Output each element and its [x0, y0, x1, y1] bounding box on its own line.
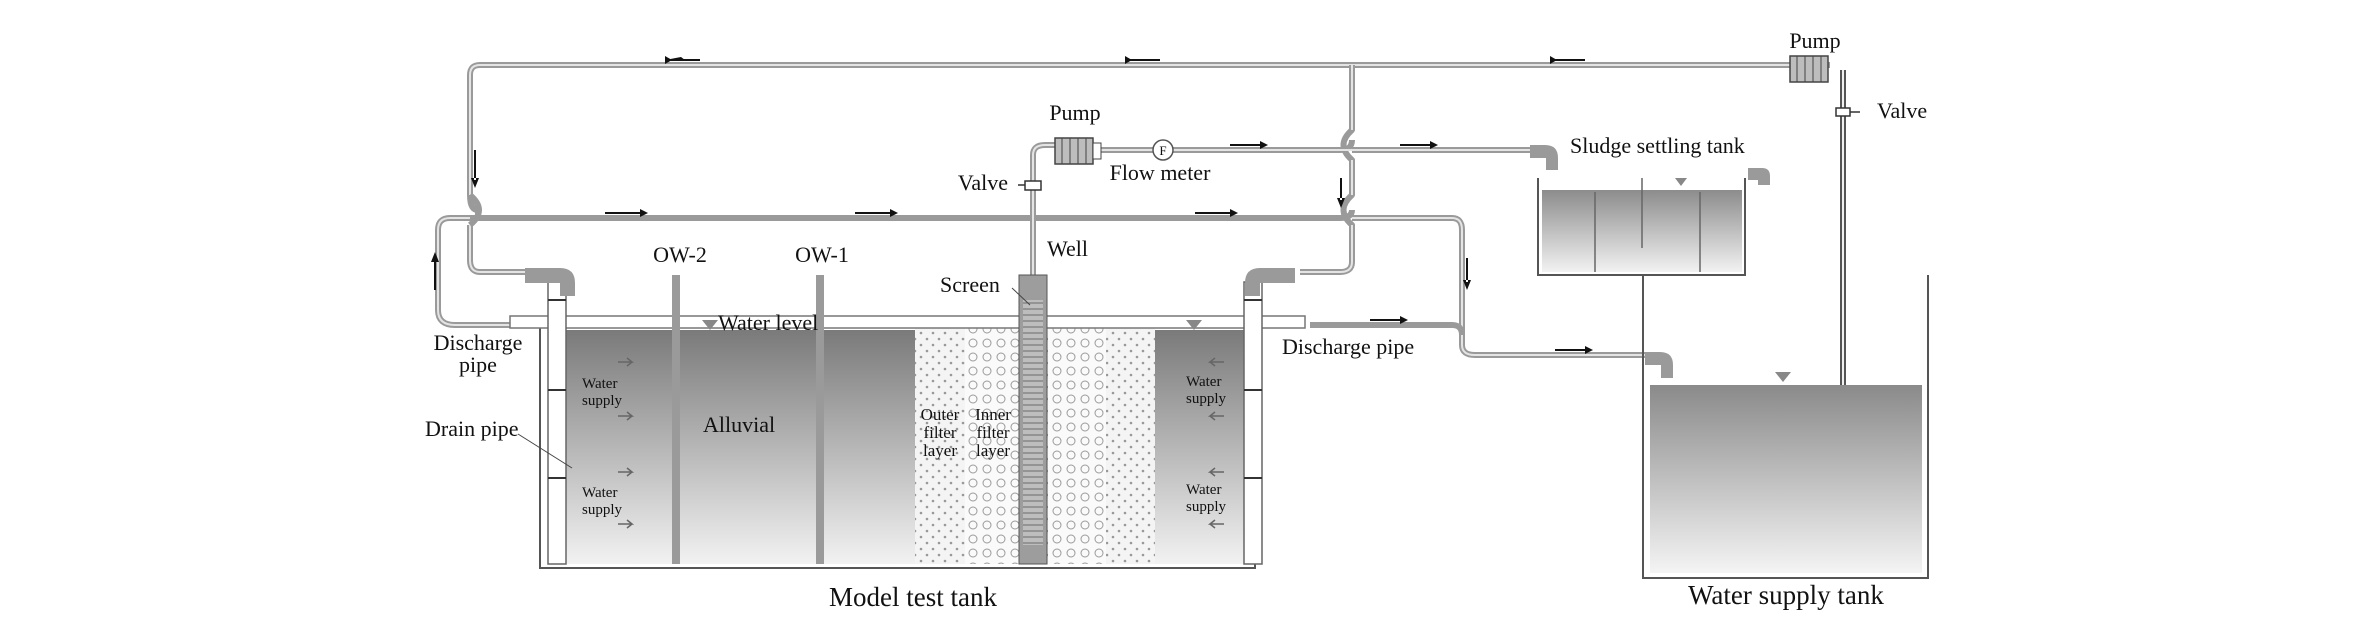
valve-mid-icon: [1024, 180, 1042, 191]
label-inner-filter-3: layer: [976, 441, 1010, 460]
label-screen: Screen: [940, 272, 1000, 297]
drain-pipe-leader: [517, 433, 573, 469]
arrow-left-down: [471, 150, 479, 188]
label-alluvial: Alluvial: [703, 412, 775, 437]
arrow-pump-2: [1400, 141, 1438, 149]
drain-wall-left: [547, 281, 567, 565]
label-ow2: OW-2: [653, 242, 707, 267]
arrow-pump-1: [1230, 141, 1268, 149]
label-valve-top: Valve: [1877, 98, 1927, 123]
alluvial-zone: [560, 330, 915, 564]
flow-meter-symbol: F: [1159, 143, 1166, 158]
water-supply-arrows-right: [1207, 357, 1224, 529]
label-ow1: OW-1: [795, 242, 849, 267]
label-drain-pipe: Drain pipe: [425, 416, 518, 441]
sludge-settling-tank: [1530, 145, 1770, 276]
label-outer-filter-2: filter: [923, 423, 956, 442]
labels: Pump Valve Pump Valve Flow meter Sludge …: [425, 28, 1927, 612]
supply-pump-assembly: [1789, 55, 1860, 117]
label-valve-mid: Valve: [958, 170, 1008, 195]
label-pump-mid: Pump: [1049, 100, 1100, 125]
label-water-supply-rt-1: Water: [1186, 374, 1221, 390]
arrow-mid-1: [605, 209, 648, 217]
label-flow-meter: Flow meter: [1110, 160, 1211, 185]
label-water-supply-lt-2: supply: [582, 393, 623, 409]
supply-inlet-elbow: [1645, 352, 1673, 378]
sludge-tank-outline: [1537, 178, 1746, 276]
label-water-supply-rb-2: supply: [1186, 499, 1227, 515]
discharge-band: [509, 315, 1306, 329]
label-pump-top: Pump: [1789, 28, 1840, 53]
label-water-supply-rt-2: supply: [1186, 391, 1227, 407]
pump-mid-icon: [1054, 137, 1094, 165]
arrow-right-down: [1337, 178, 1345, 208]
drain-wall-right: [1243, 281, 1263, 565]
elbow-left: [525, 268, 575, 296]
pump-top-icon: [1789, 55, 1829, 83]
label-discharge-right: Discharge pipe: [1282, 334, 1414, 359]
well-screen: [1023, 300, 1043, 545]
label-sludge-tank: Sludge settling tank: [1570, 133, 1745, 158]
supply-water: [1650, 385, 1922, 573]
arrow-mid-3: [1195, 209, 1238, 217]
label-inner-filter-1: Inner: [975, 405, 1011, 424]
flow-meter-icon: [1152, 139, 1174, 161]
arrow-top-2: [1125, 56, 1160, 64]
label-model-tank: Model test tank: [829, 582, 997, 612]
arrow-top-1-line: [665, 56, 700, 64]
elbow-right: [1245, 268, 1295, 296]
label-discharge-left-1: Discharge: [434, 330, 523, 355]
label-supply-tank: Water supply tank: [1688, 580, 1884, 610]
label-outer-filter-3: layer: [923, 441, 957, 460]
water-supply-tank: [1642, 275, 1929, 579]
model-test-tank: [509, 268, 1306, 569]
label-water-supply-lb-2: supply: [582, 502, 623, 518]
arrow-discharge-right: [1370, 316, 1408, 324]
flow-arrows: [431, 56, 1593, 354]
label-inner-filter-2: filter: [976, 423, 1009, 442]
observation-well-ow2: [672, 275, 680, 564]
observation-well-ow1: [816, 275, 824, 564]
supply-tank-outline: [1642, 275, 1929, 579]
label-outer-filter-1: Outer: [921, 405, 960, 424]
well-pump-assembly: F: [1018, 137, 1174, 191]
sludge-outlet-elbow: [1748, 168, 1770, 185]
right-water-zone: [1155, 330, 1245, 564]
label-water-supply-lb-1: Water: [582, 485, 617, 501]
label-well: Well: [1047, 236, 1088, 261]
label-water-supply-rb-1: Water: [1186, 482, 1221, 498]
inner-filter-right: [1048, 316, 1106, 564]
arrow-mid-2: [855, 209, 898, 217]
arrow-left-up: [431, 252, 439, 290]
water-supply-arrows-left: [618, 357, 635, 529]
valve-top-icon: [1835, 107, 1851, 117]
arrow-right-down-2: [1463, 258, 1471, 290]
sludge-inlet-elbow: [1530, 145, 1558, 170]
screen-leader: [1011, 287, 1031, 306]
water-level-marker-left: [702, 320, 718, 330]
arrow-to-supply: [1555, 346, 1593, 354]
label-water-supply-lt-1: Water: [582, 376, 617, 392]
label-discharge-left-2: pipe: [459, 352, 497, 377]
water-level-marker-right: [1186, 320, 1202, 330]
arrow-top-3: [1550, 56, 1585, 64]
label-water-level: Water level: [718, 310, 818, 335]
